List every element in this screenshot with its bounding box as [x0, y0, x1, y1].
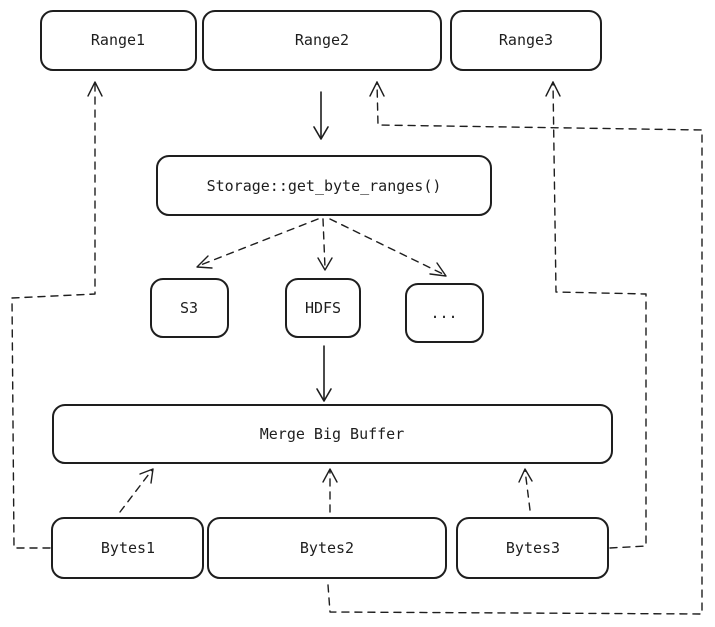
node-hdfs: HDFS	[285, 278, 361, 338]
edge-bytes1-range1-arrowhead	[87, 81, 103, 97]
edge-bytes3-merge	[524, 469, 531, 511]
node-range3: Range3	[450, 10, 602, 71]
node-bytes2: Bytes2	[207, 517, 447, 579]
node-range1: Range1	[40, 10, 197, 71]
edge-bytes3-range3-arrowhead	[545, 81, 561, 97]
node-more: ...	[405, 283, 484, 343]
node-s3-label: S3	[180, 299, 198, 317]
node-bytes1-label: Bytes1	[101, 539, 155, 557]
node-more-label: ...	[430, 304, 457, 322]
node-range2-label: Range2	[295, 31, 349, 49]
edge-bytes2-range2	[327, 81, 703, 615]
node-bytes3: Bytes3	[456, 517, 609, 579]
edge-storage-s3-arrowhead	[196, 255, 213, 269]
node-merge: Merge Big Buffer	[52, 404, 613, 464]
node-merge-label: Merge Big Buffer	[260, 425, 405, 443]
node-storage-label: Storage::get_byte_ranges()	[207, 177, 442, 195]
node-storage: Storage::get_byte_ranges()	[156, 155, 492, 216]
node-range1-label: Range1	[91, 31, 145, 49]
node-bytes3-label: Bytes3	[506, 539, 560, 557]
edge-storage-more-arrowhead	[429, 262, 447, 277]
node-range3-label: Range3	[499, 31, 553, 49]
node-hdfs-label: HDFS	[305, 299, 341, 317]
edge-range2-storage-arrowhead	[313, 126, 329, 140]
edge-storage-s3	[197, 218, 319, 267]
edge-bytes3-range3	[552, 81, 647, 549]
edge-bytes1-range1	[11, 81, 96, 549]
edge-storage-hdfs-arrowhead	[317, 257, 333, 271]
node-bytes1: Bytes1	[51, 517, 204, 579]
edge-bytes2-merge-arrowhead	[322, 468, 338, 483]
edge-bytes1-merge-arrowhead	[139, 468, 154, 484]
node-range2: Range2	[202, 10, 442, 71]
edge-hdfs-merge-arrowhead	[316, 388, 332, 402]
edge-storage-hdfs	[322, 218, 326, 269]
edges	[11, 81, 703, 615]
edge-bytes3-merge-arrowhead	[518, 468, 533, 483]
node-bytes2-label: Bytes2	[300, 539, 354, 557]
node-s3: S3	[150, 278, 229, 338]
edge-storage-more	[329, 218, 446, 276]
edge-bytes1-merge	[119, 469, 153, 513]
edge-bytes2-range2-arrowhead	[369, 81, 385, 97]
